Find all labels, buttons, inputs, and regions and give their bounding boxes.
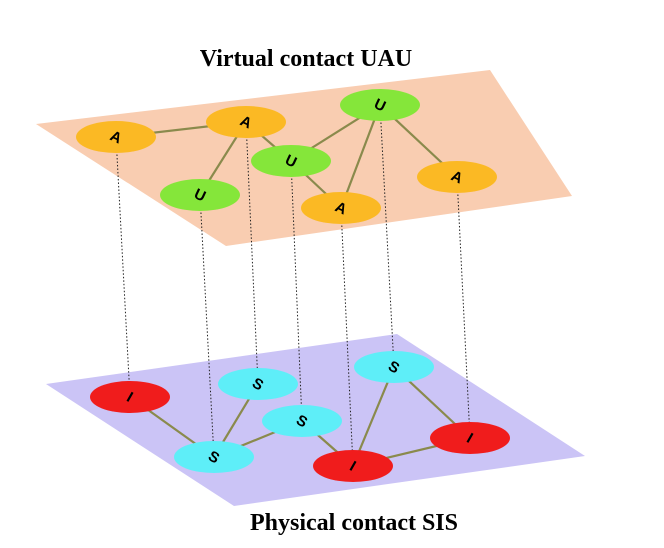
node-u3: U (340, 89, 420, 121)
node-a3-shape (301, 192, 381, 224)
node-u2-shape (251, 145, 331, 177)
node-s3-shape (174, 441, 254, 473)
node-s2: S (262, 405, 342, 437)
node-i1-shape (90, 381, 170, 413)
node-u1: U (160, 179, 240, 211)
interlayer-links (115, 104, 471, 467)
node-i1: I (90, 381, 170, 413)
node-a4-shape (417, 161, 497, 193)
node-a2: A (206, 106, 286, 138)
node-a3: A (301, 192, 381, 224)
node-a2-shape (206, 106, 286, 138)
node-u2: U (251, 145, 331, 177)
physical-layer-title: Physical contact SIS (250, 510, 458, 536)
physical-edge-i2-s4 (351, 366, 396, 467)
node-a4: A (417, 161, 497, 193)
interlayer-link-a1-i1 (115, 136, 131, 398)
interlayer-link-a4-i3 (456, 176, 471, 439)
node-s1-shape (218, 368, 298, 400)
node-s4-shape (354, 351, 434, 383)
node-i3: I (430, 422, 510, 454)
node-s4: S (354, 351, 434, 383)
node-i2: I (313, 450, 393, 482)
interlayer-link-a3-i2 (340, 207, 354, 467)
node-a1: A (76, 121, 156, 153)
node-s3: S (174, 441, 254, 473)
node-u1-shape (160, 179, 240, 211)
node-a1-shape (76, 121, 156, 153)
virtual-edge-u3-a3 (339, 104, 382, 209)
node-i2-shape (313, 450, 393, 482)
node-i3-shape (430, 422, 510, 454)
node-u3-shape (340, 89, 420, 121)
node-s2-shape (262, 405, 342, 437)
virtual-layer-title: Virtual contact UAU (200, 46, 412, 72)
interlayer-link-u2-s2 (290, 160, 303, 422)
node-s1: S (218, 368, 298, 400)
